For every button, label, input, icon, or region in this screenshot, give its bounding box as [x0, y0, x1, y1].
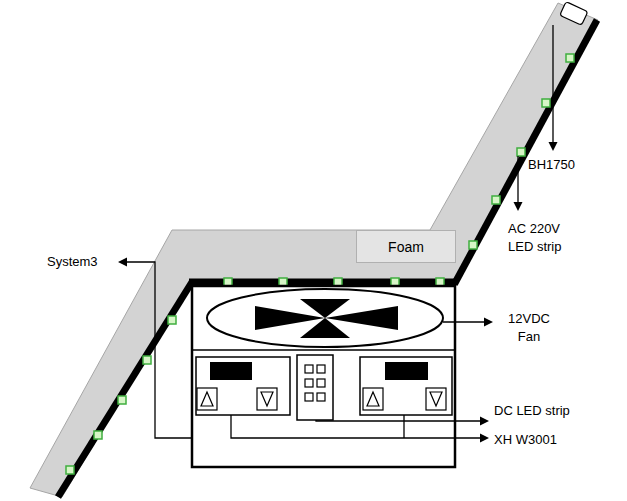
leader-line	[552, 25, 553, 143]
led-strip	[58, 282, 192, 497]
fan-blades	[255, 299, 398, 338]
key	[305, 365, 313, 373]
key	[317, 393, 325, 401]
fan-blade	[300, 299, 350, 318]
arrowhead	[549, 142, 558, 151]
led-dot	[542, 99, 550, 107]
up-arrow-symbol	[201, 392, 213, 406]
key	[317, 365, 325, 373]
keypad-keys	[305, 365, 325, 401]
button	[197, 388, 217, 410]
down-arrow-symbol	[261, 392, 273, 406]
fan-blade	[300, 318, 350, 338]
callout-label: AC 220V LED strip	[508, 220, 580, 255]
display	[210, 362, 252, 380]
foam-box: Foam	[356, 230, 456, 263]
led-dot	[143, 356, 151, 364]
thermostat-module	[196, 357, 290, 415]
led-dot	[566, 54, 574, 62]
button	[363, 388, 383, 410]
led-strip	[455, 20, 597, 283]
button	[257, 388, 277, 410]
leader-lines	[126, 25, 553, 438]
arrowhead	[514, 202, 523, 211]
button	[426, 388, 446, 410]
led-dot	[492, 196, 500, 204]
display	[385, 362, 428, 380]
down-arrow-symbol	[430, 392, 442, 406]
device-box	[192, 286, 455, 467]
led-dot	[118, 396, 126, 404]
up-arrow-symbol	[367, 392, 379, 406]
leader-line	[231, 415, 481, 438]
sensor-module	[560, 2, 588, 26]
callout-label: DC LED strip	[494, 402, 604, 420]
leader-line	[126, 262, 192, 438]
divider-line	[192, 349, 455, 351]
led-strip	[189, 279, 458, 286]
callout-label: System3	[47, 253, 117, 271]
arrowhead	[484, 318, 493, 327]
led-dot	[517, 148, 525, 156]
callout-label: XH W3001	[494, 431, 604, 449]
key	[305, 393, 313, 401]
leader-line	[517, 156, 518, 203]
key	[317, 379, 325, 387]
led-dot	[66, 466, 74, 474]
board-panel	[30, 3, 598, 497]
leader-line	[403, 415, 404, 438]
callout-label: 12VDC Fan	[500, 310, 558, 345]
fan-ellipse	[207, 289, 443, 347]
arrowhead	[480, 417, 489, 426]
led-dot	[469, 241, 477, 249]
node-text: Foam	[388, 239, 424, 255]
leader-line	[316, 420, 481, 421]
led-dot	[168, 316, 176, 324]
keypad-module	[297, 355, 333, 420]
arrowhead	[118, 258, 127, 267]
led-dot	[94, 431, 102, 439]
thermostat-module	[360, 357, 452, 415]
callout-label: BH1750	[528, 156, 598, 174]
arrowheads	[118, 142, 558, 443]
leader-line	[443, 321, 485, 322]
arrowhead	[480, 434, 489, 443]
key	[305, 379, 313, 387]
